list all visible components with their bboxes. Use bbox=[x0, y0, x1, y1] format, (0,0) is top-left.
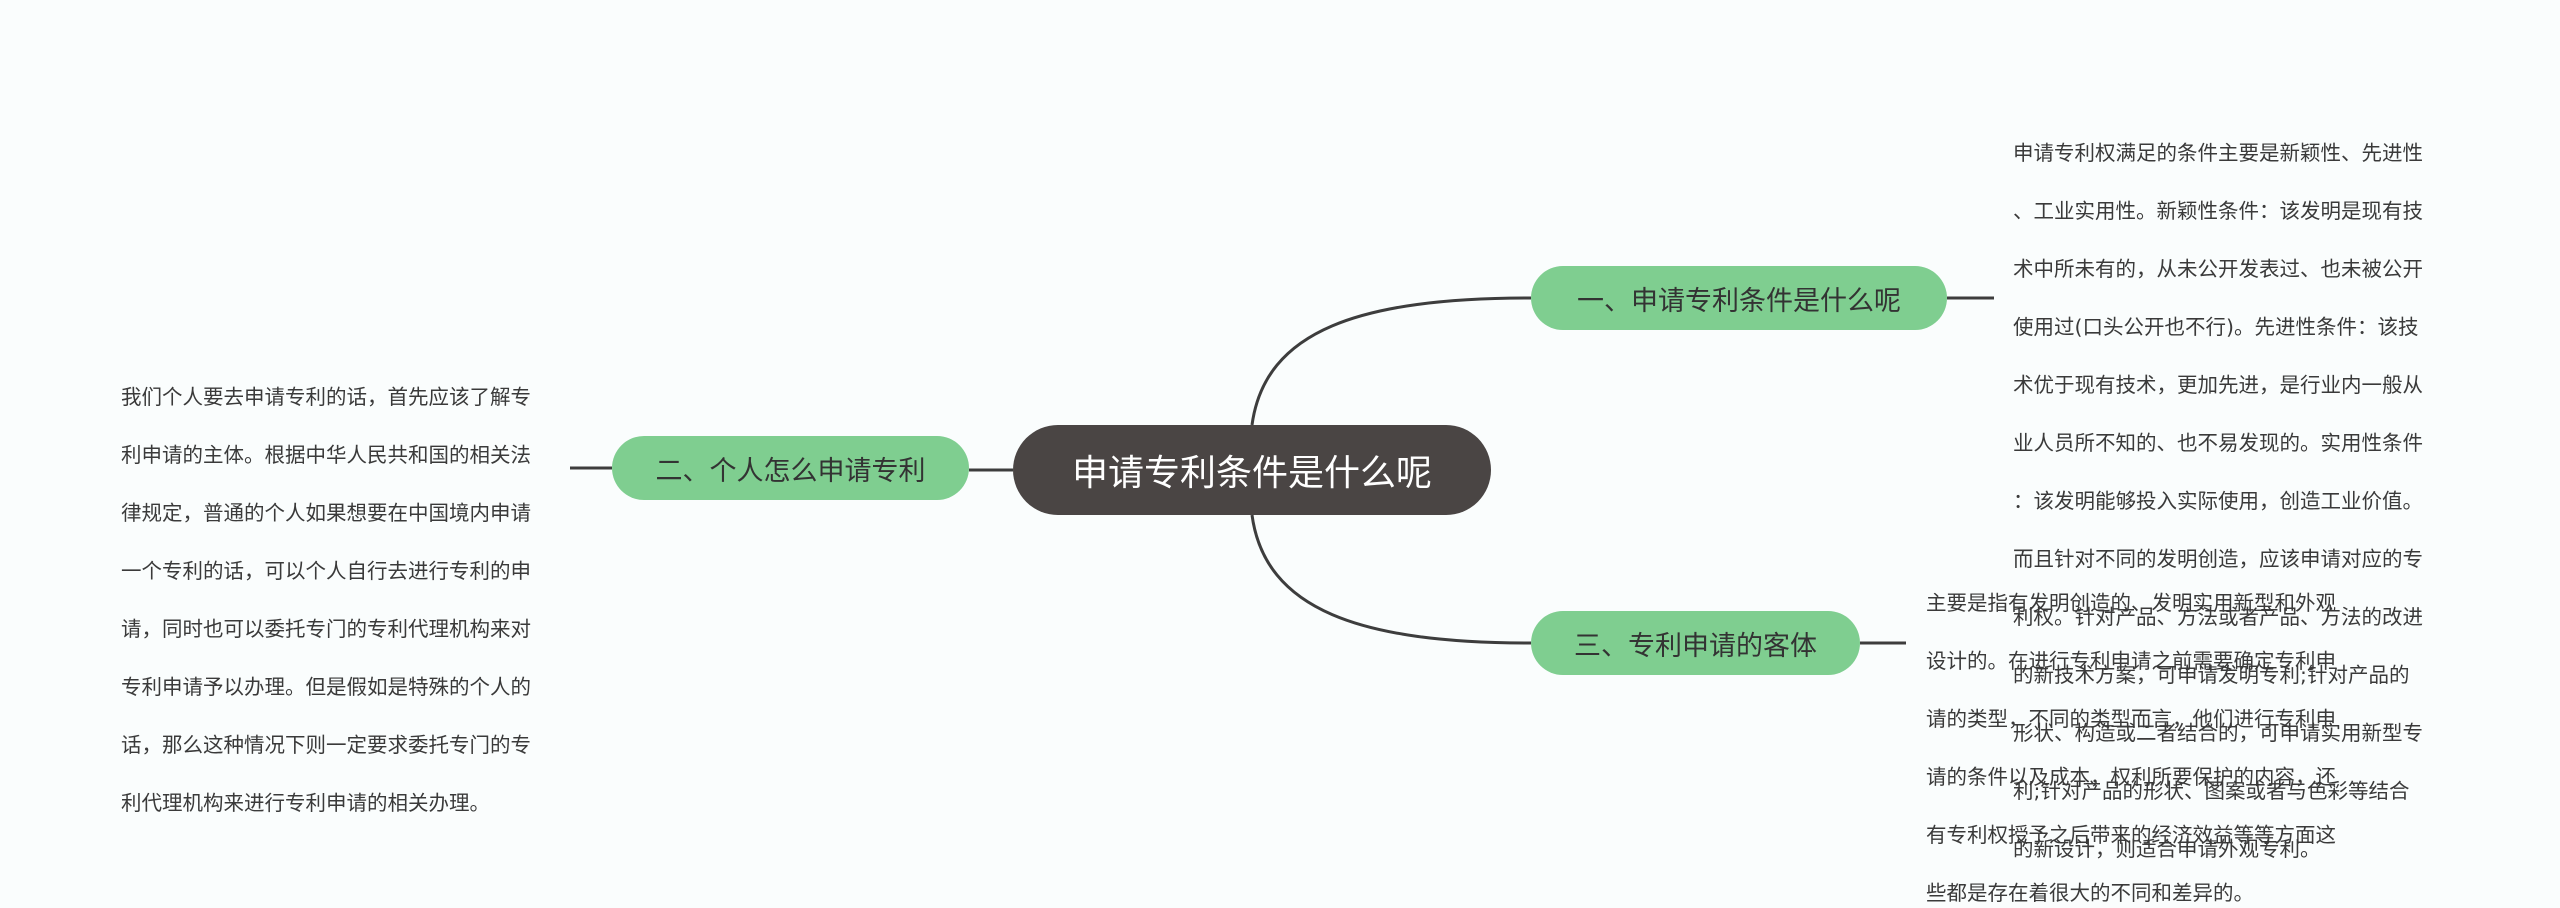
connector-root-to-branch-3 bbox=[1250, 514, 1532, 645]
branch-1-detail-line: 利;针对产品的形状、图案或者与色彩等结合 bbox=[2013, 779, 2410, 803]
connector-root-to-branch-1 bbox=[1250, 296, 1532, 426]
branch-3-detail-line: 请的条件以及成本，权利所要保护的内容，还 bbox=[1926, 765, 2337, 789]
branch-3-detail-line: 些都是存在着很大的不同和差异的。 bbox=[1926, 881, 2255, 905]
branch-node-2[interactable]: 二、个人怎么申请专利 bbox=[612, 436, 969, 500]
branch-node-1[interactable]: 一、申请专利条件是什么呢 bbox=[1531, 266, 1947, 330]
branch-2-detail-text: 我们个人要去申请专利的话，首先应该了解专 利申请的主体。根据中华人民共和国的相关… bbox=[108, 354, 531, 818]
branch-2-detail-line: 我们个人要去申请专利的话，首先应该了解专 bbox=[121, 385, 532, 409]
branch-1-detail-text: 申请专利权满足的条件主要是新颖性、先进性 、工业实用性。新颖性条件：该发明是现有… bbox=[2000, 110, 2423, 864]
branch-1-detail-line: 利权。针对产品、方法或者产品、方法的改进 bbox=[2013, 605, 2424, 629]
branch-1-detail-line: 术中所未有的，从未公开发表过、也未被公开 bbox=[2013, 257, 2424, 281]
branch-node-3[interactable]: 三、专利申请的客体 bbox=[1531, 611, 1860, 675]
branch-1-detail-line: 申请专利权满足的条件主要是新颖性、先进性 bbox=[2013, 141, 2424, 165]
branch-3-detail-line: 主要是指有发明创造的、发明实用新型和外观 bbox=[1926, 591, 2337, 615]
branch-2-detail-line: 请，同时也可以委托专门的专利代理机构来对 bbox=[121, 617, 532, 641]
branch-3-detail-text: 主要是指有发明创造的、发明实用新型和外观 设计的。在进行专利申请之前需要确定专利… bbox=[1913, 560, 2336, 908]
branch-3-detail-line: 请的类型，不同的类型而言，他们进行专利申 bbox=[1926, 707, 2337, 731]
branch-2-detail-line: 话，那么这种情况下则一定要求委托专门的专 bbox=[121, 733, 532, 757]
branch-1-detail-line: 形状、构造或二者结合的，可申请实用新型专 bbox=[2013, 721, 2424, 745]
branch-1-label: 一、申请专利条件是什么呢 bbox=[1577, 285, 1901, 317]
branch-2-detail-line: 利代理机构来进行专利申请的相关办理。 bbox=[121, 791, 491, 815]
branch-3-label: 三、专利申请的客体 bbox=[1574, 630, 1817, 662]
branch-2-detail-line: 一个专利的话，可以个人自行去进行专利的申 bbox=[121, 559, 532, 583]
branch-1-detail-line: 术优于现有技术，更加先进，是行业内一般从 bbox=[2013, 373, 2424, 397]
branch-3-detail-line: 设计的。在进行专利申请之前需要确定专利申 bbox=[1926, 649, 2337, 673]
branch-1-detail-line: 使用过(口头公开也不行)。先进性条件：该技 bbox=[2013, 315, 2419, 339]
branch-1-detail-line: 的新技术方案，可申请发明专利;针对产品的 bbox=[2013, 663, 2410, 687]
branch-1-detail-line: ：该发明能够投入实际使用，创造工业价值。 bbox=[2013, 489, 2424, 513]
connector-lines bbox=[570, 296, 1994, 645]
root-topic-node[interactable]: 申请专利条件是什么呢 bbox=[1013, 425, 1491, 515]
branch-3-detail-line: 有专利权授予之后带来的经济效益等等方面这 bbox=[1926, 823, 2337, 847]
branch-1-detail-line: 而且针对不同的发明创造，应该申请对应的专 bbox=[2013, 547, 2424, 571]
branch-2-label: 二、个人怎么申请专利 bbox=[655, 455, 926, 487]
branch-2-detail-line: 专利申请予以办理。但是假如是特殊的个人的 bbox=[121, 675, 532, 699]
branch-1-detail-line: 业人员所不知的、也不易发现的。实用性条件 bbox=[2013, 431, 2424, 455]
root-topic-label: 申请专利条件是什么呢 bbox=[1071, 453, 1432, 494]
branch-2-detail-line: 利申请的主体。根据中华人民共和国的相关法 bbox=[121, 443, 532, 467]
branch-1-detail-line: 、工业实用性。新颖性条件：该发明是现有技 bbox=[2013, 199, 2424, 223]
branch-2-detail-line: 律规定，普通的个人如果想要在中国境内申请 bbox=[121, 501, 532, 525]
